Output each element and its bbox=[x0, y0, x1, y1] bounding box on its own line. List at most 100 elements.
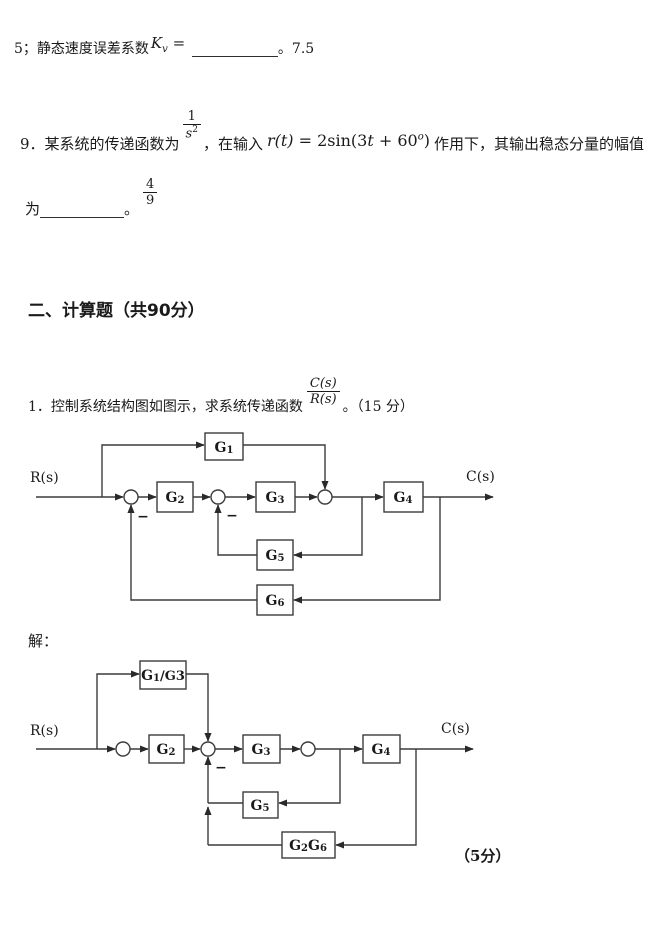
q9-transfer-function-fraction: 1 s2 bbox=[182, 109, 201, 142]
q5-answer-punct: 。 bbox=[277, 41, 292, 57]
d1-g5-feedback-line bbox=[214, 504, 257, 556]
question-9-line2: 为 。 4 9 bbox=[25, 177, 158, 219]
d2-block-g3 bbox=[242, 734, 281, 764]
q1-frac-numerator: C(s) bbox=[309, 376, 337, 391]
block-diagram-2: R(s) C(s) G1/G3 G2 G3 G4 G5 G2G6 − bbox=[30, 660, 474, 859]
question-9-line1: 9．某系统的传递函数为 1 s2 ，在输入 r(t) = 2sin(3t + 6… bbox=[20, 109, 645, 154]
d2-label-g2-main: G bbox=[157, 742, 169, 758]
d1-label-g5-sub: 5 bbox=[278, 553, 285, 564]
d2-summing-junction-1 bbox=[115, 741, 131, 757]
q9-input-formula: r(t) = 2sin(3t + 60o) bbox=[267, 131, 430, 151]
d1-label-g4-main: G bbox=[394, 490, 406, 506]
q9-formula-t: t bbox=[367, 131, 374, 151]
q5-var-sub-v: v bbox=[162, 44, 168, 55]
d1-label-g1: G1 bbox=[215, 440, 234, 456]
d1-input-label: R(s) bbox=[30, 470, 59, 486]
d1-label-g6: G6 bbox=[266, 593, 285, 609]
q9-frac-den-exponent: 2 bbox=[192, 125, 198, 136]
d1-label-g6-main: G bbox=[266, 593, 278, 609]
d1-label-g2: G2 bbox=[166, 490, 185, 506]
d1-label-g4-sub: 4 bbox=[406, 495, 413, 506]
q9-formula-mid2: + 60 bbox=[373, 131, 418, 151]
d2-minus-sign: − bbox=[215, 760, 227, 776]
q9-line2-lead: 为 bbox=[25, 200, 41, 219]
q5-var-k: K bbox=[150, 34, 163, 52]
q9-answer-fraction: 4 9 bbox=[143, 177, 158, 209]
d1-label-g1-sub: 1 bbox=[227, 445, 234, 456]
q9-mid: ，在输入 bbox=[202, 135, 263, 154]
q9-formula-degree-sup: o bbox=[417, 131, 424, 143]
d1-label-g6-sub: 6 bbox=[278, 598, 285, 609]
d2-block-g1-over-g3 bbox=[139, 660, 187, 690]
d1-minus-sign-2: − bbox=[226, 508, 238, 524]
d2-label-g3-main: G bbox=[252, 742, 264, 758]
d1-block-g3 bbox=[255, 481, 296, 513]
q9-frac-numerator: 1 bbox=[187, 109, 196, 124]
d2-label-g5-main: G bbox=[251, 798, 263, 814]
d2-summing-junction-2 bbox=[200, 741, 216, 757]
q1-frac-denominator: R(s) bbox=[306, 391, 340, 408]
section-2-heading: 二、计算题（共90分） bbox=[28, 301, 205, 321]
d2-label-g2g6-s2: 6 bbox=[320, 843, 327, 854]
d1-block-g2 bbox=[156, 481, 194, 513]
d2-label-g3: G3 bbox=[252, 742, 271, 758]
q9-answer-numerator: 4 bbox=[146, 177, 155, 192]
d2-summing-junction-3 bbox=[300, 741, 316, 757]
d2-label-g5-sub: 5 bbox=[263, 803, 270, 814]
d2-label-gtop-main: G bbox=[141, 668, 153, 684]
q5-equals: = bbox=[167, 34, 190, 52]
d1-label-g3-sub: 3 bbox=[278, 495, 285, 506]
d2-label-g2g6: G2G6 bbox=[289, 838, 327, 854]
d2-label-g2g6-m1: G bbox=[289, 838, 301, 854]
q1-tail: 。（15 分） bbox=[342, 399, 414, 416]
d1-g1-to-junction3 bbox=[243, 444, 329, 490]
q5-answer-blank bbox=[191, 43, 278, 57]
d1-summing-junction-1 bbox=[123, 489, 139, 505]
d1-label-g2-main: G bbox=[166, 490, 178, 506]
q9-frac-denominator: s2 bbox=[182, 124, 201, 142]
d1-label-g5: G5 bbox=[266, 548, 285, 564]
d2-label-g2: G2 bbox=[157, 742, 176, 758]
block-diagram-1: R(s) C(s) G1 G2 G3 G4 G5 G6 − − bbox=[30, 432, 495, 616]
q9-line2-punct: 。 bbox=[124, 200, 140, 219]
d1-block-g5 bbox=[256, 539, 294, 571]
d2-gtop-to-junction2 bbox=[186, 673, 212, 742]
q9-tail: 作用下，其输出稳态分量的幅值 bbox=[434, 135, 645, 154]
d2-label-g3-sub: 3 bbox=[264, 747, 271, 758]
d1-output-label: C(s) bbox=[466, 469, 495, 485]
d1-label-g2-sub: 2 bbox=[178, 495, 185, 506]
d2-label-g4: G4 bbox=[372, 742, 391, 758]
q9-answer-blank bbox=[40, 200, 125, 218]
d1-label-g4: G4 bbox=[394, 490, 413, 506]
q9-formula-mid: = 2sin(3 bbox=[293, 131, 368, 151]
d2-label-g5: G5 bbox=[251, 798, 270, 814]
question-1-line: 1．控制系统结构图如图示，求系统传递函数 C(s) R(s) 。（15 分） bbox=[28, 376, 414, 417]
d2-output-label: C(s) bbox=[441, 721, 470, 737]
q5-kv-symbol: Kv = bbox=[150, 34, 190, 55]
d1-label-g1-main: G bbox=[215, 440, 227, 456]
d2-label-g1-over-g3: G1/G3 bbox=[141, 668, 185, 684]
d1-block-g1 bbox=[204, 432, 244, 461]
d2-label-g2g6-m2: G bbox=[308, 838, 320, 854]
solution-label: 解： bbox=[28, 632, 59, 650]
d2-input-label: R(s) bbox=[30, 723, 59, 739]
d1-label-g3-main: G bbox=[266, 490, 278, 506]
d2-label-gtop-rest: /G3 bbox=[160, 669, 185, 684]
q9-formula-rt: r(t) bbox=[266, 131, 294, 151]
d1-g6-feedback-line bbox=[127, 504, 257, 601]
d2-gfb-input-line bbox=[335, 749, 417, 849]
d1-label-g5-main: G bbox=[266, 548, 278, 564]
d2-label-g2-sub: 2 bbox=[169, 747, 176, 758]
d1-minus-sign-1: − bbox=[137, 509, 149, 525]
d2-label-g2g6-s1: 2 bbox=[301, 843, 308, 854]
d2-label-g4-main: G bbox=[372, 742, 384, 758]
d2-block-g5 bbox=[242, 791, 279, 819]
q5-prefix: 5；静态速度误差系数 bbox=[14, 41, 149, 57]
d1-summing-junction-3 bbox=[317, 489, 333, 505]
q5-answer-value: 7.5 bbox=[291, 41, 315, 57]
d1-block-g6 bbox=[256, 584, 294, 616]
d2-block-g2 bbox=[148, 734, 185, 764]
score-label: （5分） bbox=[455, 847, 511, 865]
